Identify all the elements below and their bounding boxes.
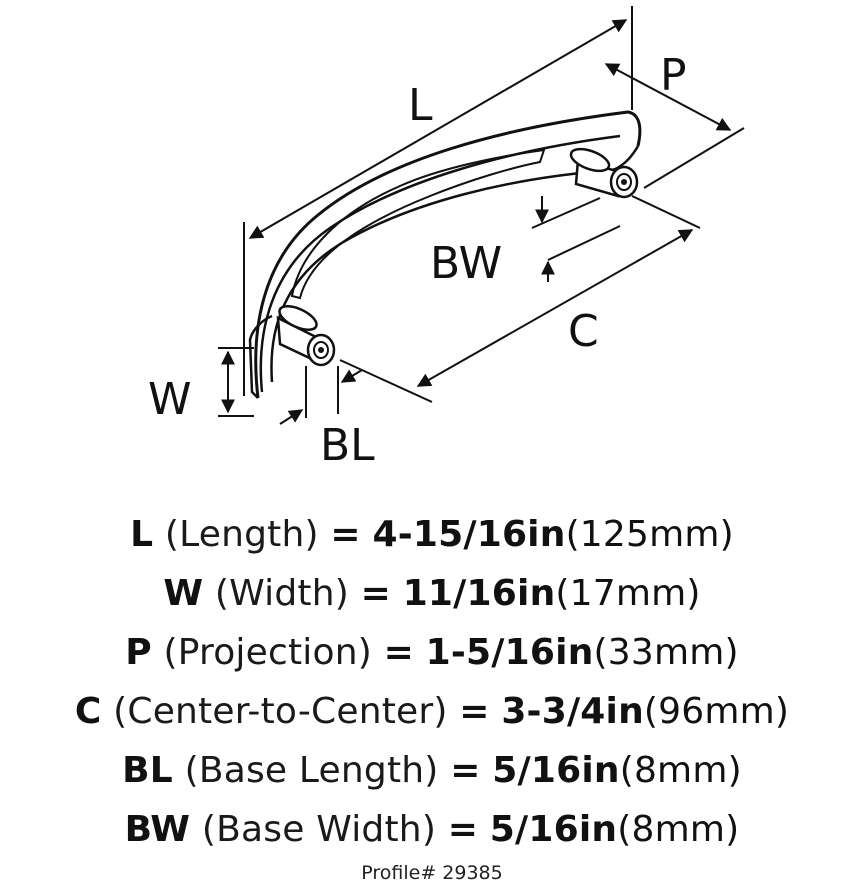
label-bw: BW [430,238,502,289]
spec-description: (Projection) [163,632,372,673]
handle-dimension-diagram: L P BW C W BL [148,6,745,471]
spec-symbol: L [130,514,154,555]
dimension-specifications: L (Length) = 4-15/16in(125mm) W (Width) … [0,505,864,859]
spec-imperial: 1-5/16in [425,632,594,673]
label-w: W [148,374,192,425]
label-p: P [660,50,687,101]
spec-center-to-center: C (Center-to-Center) = 3-3/4in(96mm) [0,682,864,741]
label-l: L [408,80,433,131]
spec-description: (Base Width) [201,809,437,850]
spec-equals: = [459,691,490,732]
bw-extension-bottom [547,225,621,261]
spec-base-length: BL (Base Length) = 5/16in(8mm) [0,741,864,800]
handle-groove [290,148,546,300]
spec-description: (Base Length) [184,750,439,791]
c-extension-left [339,359,433,403]
spec-imperial: 5/16in [492,750,620,791]
spec-width: W (Width) = 11/16in(17mm) [0,564,864,623]
spec-symbol: P [125,632,152,673]
spec-imperial: 3-3/4in [501,691,644,732]
dimension-lines [218,6,745,425]
spec-imperial: 5/16in [489,809,618,850]
spec-metric: (8mm) [619,750,742,791]
spec-symbol: BL [122,750,173,791]
spec-equals: = [330,514,361,555]
bl-arrow-right [340,369,363,383]
l-dimension-arrow [248,19,628,239]
label-c: C [568,306,599,357]
spec-base-width: BW (Base Width) = 5/16in(8mm) [0,800,864,859]
handle-end-left [248,314,273,399]
spec-description: (Length) [164,514,319,555]
spec-description: (Width) [214,573,349,614]
left-mounting-post [276,305,336,367]
spec-symbol: W [163,573,204,614]
spec-equals: = [383,632,415,673]
spec-metric: (125mm) [565,514,734,555]
c-extension-right [631,195,701,229]
spec-metric: (17mm) [555,573,701,614]
spec-length: L (Length) = 4-15/16in(125mm) [0,505,864,564]
p-dimension-arrow [604,63,732,131]
spec-metric: (96mm) [643,691,790,732]
spec-metric: (33mm) [593,632,739,673]
spec-symbol: C [74,691,102,732]
spec-metric: (8mm) [617,809,740,850]
spec-symbol: BW [124,809,191,850]
profile-number: Profile# 29385 [361,862,503,884]
label-bl: BL [320,420,375,471]
spec-equals: = [450,750,481,791]
c-dimension-arrow [416,229,694,387]
right-mounting-post [569,147,639,199]
spec-imperial: 11/16in [402,573,556,614]
p-extension-top [643,127,745,189]
bl-arrow-left [279,409,304,425]
spec-imperial: 4-15/16in [372,514,566,555]
spec-projection: P (Projection) = 1-5/16in(33mm) [0,623,864,682]
spec-description: (Center-to-Center) [113,691,448,732]
spec-equals: = [447,809,479,850]
spec-equals: = [360,573,392,614]
